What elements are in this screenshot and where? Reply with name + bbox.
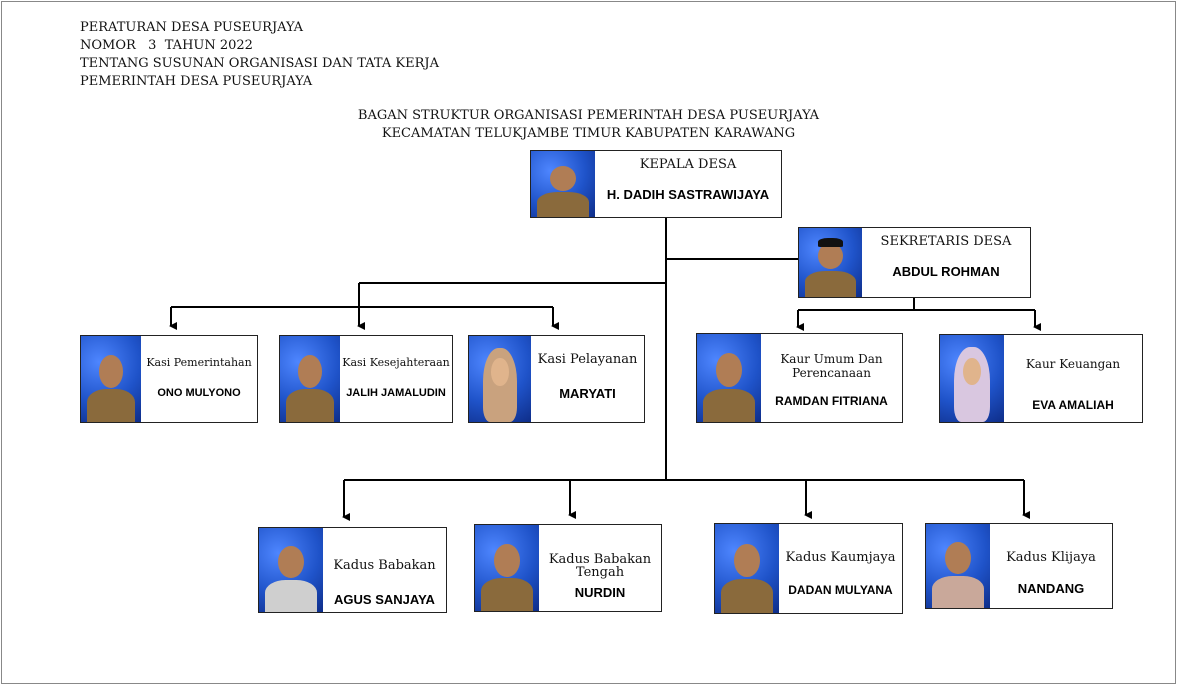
header-line-2: NOMOR 3 TAHUN 2022: [80, 38, 253, 53]
node-name: NANDANG: [1017, 581, 1085, 596]
node-role: Kaur Keuangan: [1025, 357, 1121, 371]
node-kepala-desa: KEPALA DESA H. DADIH SASTRAWIJAYA: [530, 150, 782, 218]
node-name: RAMDAN FITRIANA: [775, 394, 888, 408]
chart-title-line-2: KECAMATAN TELUKJAMBE TIMUR KABUPATEN KAR…: [381, 126, 796, 141]
node-role-line-2: Perencanaan: [792, 366, 871, 380]
node-role: Kasi Pemerintahan: [146, 356, 252, 369]
portrait-photo: [715, 524, 779, 613]
node-kadus-kaumjaya: Kadus Kaumjaya DADAN MULYANA: [714, 523, 903, 614]
header-line-1: PERATURAN DESA PUSEURJAYA: [80, 20, 303, 35]
chart-title-line-1: BAGAN STRUKTUR ORGANISASI PEMERINTAH DES…: [357, 108, 820, 123]
node-role: Kasi Kesejahteraan: [342, 356, 450, 369]
node-sekretaris-desa: SEKRETARIS DESA ABDUL ROHMAN: [798, 227, 1031, 298]
portrait-photo: [697, 334, 761, 422]
node-name: DADAN MULYANA: [788, 583, 893, 597]
node-name: ABDUL ROHMAN: [892, 264, 1000, 279]
node-name: JALIH JAMALUDIN: [346, 387, 446, 399]
node-kasi-kesejahteraan: Kasi Kesejahteraan JALIH JAMALUDIN: [279, 335, 453, 423]
node-role: Kadus Klijaya: [1006, 550, 1096, 565]
portrait-photo: [259, 528, 323, 612]
node-role: Kadus Babakan: [333, 558, 436, 573]
portrait-photo: [799, 228, 862, 297]
header-line-3: TENTANG SUSUNAN ORGANISASI DAN TATA KERJ…: [80, 56, 439, 71]
node-kaur-keuangan: Kaur Keuangan EVA AMALIAH: [939, 334, 1143, 423]
node-name: ONO MULYONO: [157, 387, 241, 399]
node-kadus-babakan-tengah: Kadus Babakan Tengah NURDIN: [474, 524, 662, 612]
node-kadus-klijaya: Kadus Klijaya NANDANG: [925, 523, 1113, 609]
portrait-photo: [926, 524, 990, 608]
node-name: H. DADIH SASTRAWIJAYA: [606, 187, 770, 202]
node-kasi-pemerintahan: Kasi Pemerintahan ONO MULYONO: [80, 335, 258, 423]
node-name: EVA AMALIAH: [1032, 398, 1114, 412]
node-role: Kadus Kaumjaya: [785, 550, 896, 565]
portrait-photo: [280, 336, 340, 422]
node-kadus-babakan: Kadus Babakan AGUS SANJAYA: [258, 527, 447, 613]
node-name: AGUS SANJAYA: [334, 592, 435, 607]
node-role-line-2: Tengah: [575, 565, 625, 580]
node-name: MARYATI: [559, 386, 616, 401]
portrait-photo: [469, 336, 531, 422]
node-role-line-1: Kadus Babakan: [548, 552, 652, 567]
node-role: Kasi Pelayanan: [537, 352, 638, 367]
node-name: NURDIN: [574, 585, 626, 600]
header-line-4: PEMERINTAH DESA PUSEURJAYA: [80, 74, 313, 89]
node-role-line-1: Kaur Umum Dan: [780, 352, 883, 366]
portrait-photo: [475, 525, 539, 611]
node-role: SEKRETARIS DESA: [880, 234, 1012, 249]
portrait-photo: [81, 336, 141, 422]
node-role: KEPALA DESA: [639, 157, 737, 172]
regulation-header: PERATURAN DESA PUSEURJAYA NOMOR 3 TAHUN …: [80, 19, 439, 91]
portrait-photo: [940, 335, 1004, 422]
portrait-photo: [531, 151, 595, 217]
node-kasi-pelayanan: Kasi Pelayanan MARYATI: [468, 335, 645, 423]
node-kaur-umum: Kaur Umum Dan Perencanaan RAMDAN FITRIAN…: [696, 333, 903, 423]
